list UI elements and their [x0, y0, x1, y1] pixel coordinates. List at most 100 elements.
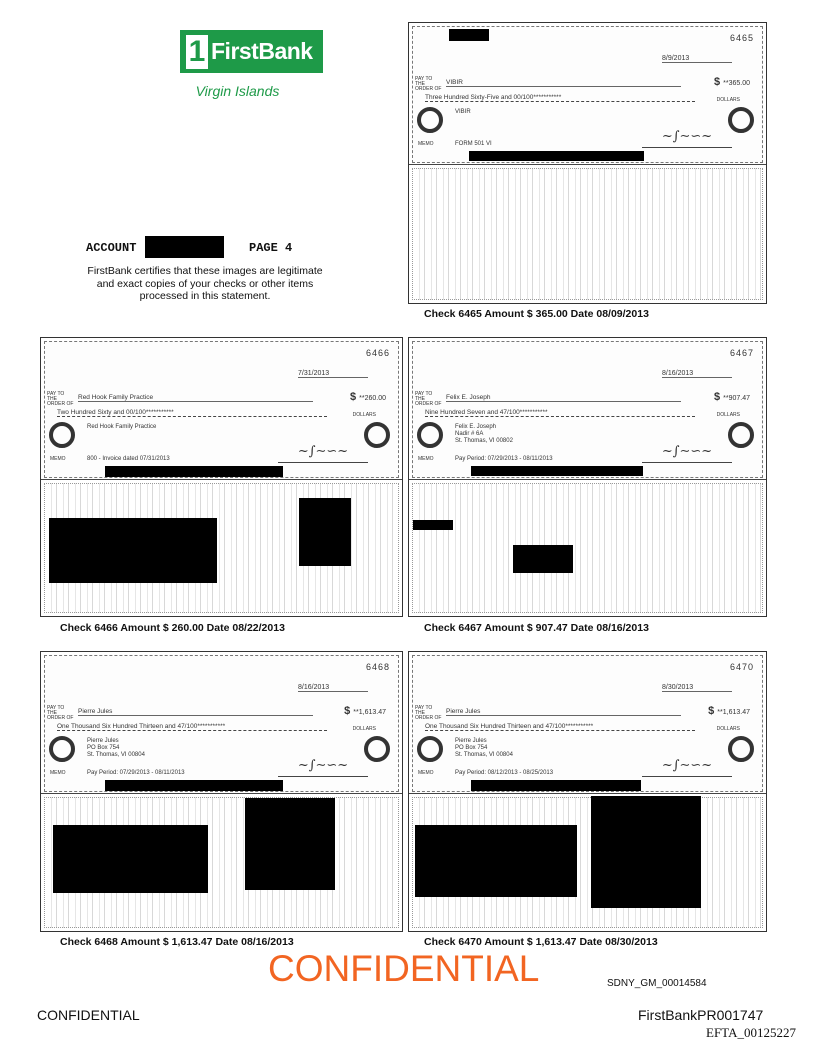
address-line: PO Box 754	[87, 745, 120, 751]
check-amount-value: **1,613.47	[717, 709, 750, 716]
seal-icon	[49, 422, 75, 448]
efta-number: EFTA_00125227	[706, 1025, 796, 1040]
seal-icon	[364, 736, 390, 762]
pay-to-label: PAY TO THE ORDER OF	[415, 705, 442, 721]
memo-label: MEMO	[50, 770, 66, 776]
address-line: VIBIR	[455, 109, 471, 115]
logo-mark: 1	[186, 34, 208, 69]
seal-icon	[364, 422, 390, 448]
redaction	[415, 825, 577, 897]
redaction	[471, 466, 643, 476]
confidential-stamp: CONFIDENTIAL	[268, 948, 540, 989]
check-amount-value: **260.00	[359, 395, 386, 402]
check-date: 8/16/2013	[662, 370, 732, 378]
check-amount: $**1,613.47	[344, 705, 386, 717]
dollars-label: DOLLARS	[716, 726, 740, 732]
redaction	[471, 780, 641, 791]
page-label: PAGE 4	[249, 241, 293, 255]
seal-icon	[49, 736, 75, 762]
redaction	[513, 545, 573, 573]
check-number: 6467	[729, 348, 754, 358]
check-amount: $**365.00	[714, 76, 750, 88]
check-amount-value: **365.00	[723, 80, 750, 87]
check-number: 6468	[365, 662, 390, 672]
payee-address: Red Hook Family Practice	[87, 424, 156, 431]
address-line: PO Box 754	[455, 745, 488, 751]
divider	[409, 479, 766, 480]
seal-icon	[728, 422, 754, 448]
check-back	[412, 168, 763, 300]
signature: ~∫∼∽~	[278, 758, 368, 777]
check-image: 6466 7/31/2013 PAY TO THE ORDER OF Red H…	[40, 337, 403, 617]
check-caption: Check 6466 Amount $ 260.00 Date 08/22/20…	[60, 622, 285, 634]
address-line: Felix E. Joseph	[455, 424, 497, 430]
redaction	[105, 780, 283, 791]
check-caption: Check 6468 Amount $ 1,613.47 Date 08/16/…	[60, 936, 294, 948]
dollars-label: DOLLARS	[352, 412, 376, 418]
check-payee: Red Hook Family Practice	[78, 394, 313, 402]
check-image: 6470 8/30/2013 PAY TO THE ORDER OF Pierr…	[408, 651, 767, 932]
check-front: 6470 8/30/2013 PAY TO THE ORDER OF Pierr…	[412, 655, 763, 792]
check-front: 6468 8/16/2013 PAY TO THE ORDER OF Pierr…	[44, 655, 399, 792]
seal-icon	[728, 107, 754, 133]
signature: ~∫∼∽~	[642, 758, 732, 777]
check-front: 6465 8/9/2013 PAY TO THE ORDER OF VIBIR …	[412, 26, 763, 163]
check-date: 8/30/2013	[662, 684, 732, 692]
seal-icon	[417, 422, 443, 448]
seal-icon	[417, 107, 443, 133]
check-amount-words: Nine Hundred Seven and 47/100***********	[425, 409, 695, 417]
account-redaction	[145, 236, 224, 258]
check-caption: Check 6465 Amount $ 365.00 Date 08/09/20…	[424, 308, 649, 320]
check-amount-words: One Thousand Six Hundred Thirteen and 47…	[57, 723, 327, 731]
confidential-footer: CONFIDENTIAL	[37, 1007, 140, 1023]
check-image: 6468 8/16/2013 PAY TO THE ORDER OF Pierr…	[40, 651, 403, 932]
check-payee: Pierre Jules	[446, 708, 681, 716]
check-front: 6466 7/31/2013 PAY TO THE ORDER OF Red H…	[44, 341, 399, 478]
check-back	[412, 483, 763, 613]
check-amount-value: **1,613.47	[353, 709, 386, 716]
redaction	[53, 825, 208, 893]
redaction	[449, 29, 489, 41]
check-number: 6470	[729, 662, 754, 672]
divider	[409, 164, 766, 165]
dollars-label: DOLLARS	[716, 97, 740, 103]
certification-text: FirstBank certifies that these images ar…	[87, 265, 323, 302]
seal-icon	[728, 736, 754, 762]
check-front: 6467 8/16/2013 PAY TO THE ORDER OF Felix…	[412, 341, 763, 478]
redaction	[299, 498, 351, 566]
check-number: 6466	[365, 348, 390, 358]
seal-icon	[417, 736, 443, 762]
redaction	[49, 518, 217, 583]
dollars-label: DOLLARS	[716, 412, 740, 418]
address-line: Red Hook Family Practice	[87, 424, 157, 430]
dollars-label: DOLLARS	[352, 726, 376, 732]
sdny-id: SDNY_GM_00014584	[607, 978, 707, 989]
memo-label: MEMO	[50, 456, 66, 462]
memo-label: MEMO	[418, 456, 434, 462]
pay-to-label: PAY TO THE ORDER OF	[47, 705, 74, 721]
redaction	[469, 151, 644, 161]
check-amount: $**260.00	[350, 391, 386, 403]
address-line: Pierre Jules	[455, 738, 487, 744]
check-amount-value: **907.47	[723, 395, 750, 402]
divider	[41, 793, 402, 794]
pay-to-label: PAY TO THE ORDER OF	[415, 76, 442, 92]
pay-to-label: PAY TO THE ORDER OF	[47, 391, 74, 407]
signature: ~∫∼∽~	[278, 444, 368, 463]
payee-address: Felix E. Joseph Nadir # 6A St. Thomas, V…	[455, 424, 513, 445]
address-line: St. Thomas, VI 00804	[87, 752, 145, 758]
logo-region: Virgin Islands	[195, 83, 280, 99]
bates-number: FirstBankPR001747	[638, 1007, 764, 1023]
address-line: St. Thomas, VI 00802	[455, 438, 513, 444]
check-memo: Pay Period: 07/29/2013 - 08/11/2013	[455, 456, 553, 462]
redaction	[105, 466, 283, 477]
memo-label: MEMO	[418, 770, 434, 776]
firstbank-logo: 1 FirstBank	[180, 30, 323, 73]
check-number: 6465	[729, 33, 754, 43]
check-payee: VIBIR	[446, 79, 681, 87]
redaction	[413, 520, 453, 530]
pay-to-label: PAY TO THE ORDER OF	[415, 391, 442, 407]
check-image: 6467 8/16/2013 PAY TO THE ORDER OF Felix…	[408, 337, 767, 617]
divider	[409, 793, 766, 794]
